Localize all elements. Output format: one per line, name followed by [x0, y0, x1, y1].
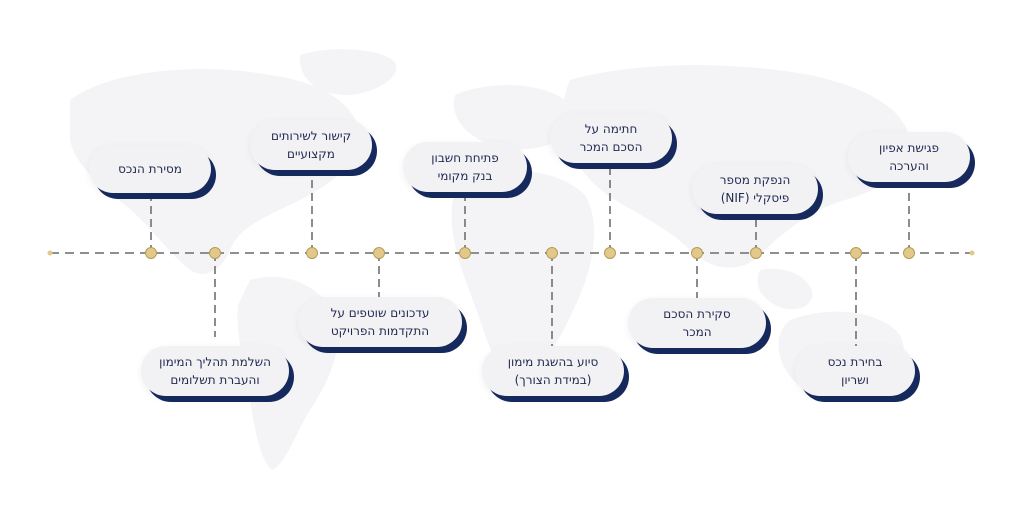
- step-5-line-1: חתימה על: [584, 122, 638, 136]
- step-9-line-2: מקצועיים: [287, 147, 335, 161]
- step-card-11: מסירת הנכס: [89, 145, 211, 193]
- step-3-line-1: הנפקת מספר: [719, 173, 791, 187]
- step-6-line-1: סיוע בהשגת מימון: [507, 355, 599, 369]
- step-card-3: הנפקת מספר פיסקלי (NIF): [692, 164, 818, 214]
- marker-10: [209, 247, 221, 259]
- step-card-4: סקירת הסכם המכר: [628, 298, 766, 348]
- step-8-line-2: התקדמות הפרויקט: [330, 324, 430, 338]
- marker-2: [850, 247, 862, 259]
- marker-5: [604, 247, 616, 259]
- step-5-line-2: הסכם המכר: [579, 140, 643, 154]
- step-9-line-1: קישור לשירותים: [270, 129, 352, 143]
- timeline-end-dot: [969, 250, 975, 256]
- step-11-line-1: מסירת הנכס: [118, 162, 182, 176]
- step-card-1: פגישת אפיון והערכה: [848, 132, 970, 182]
- step-card-7: פתיחת חשבון בנק מקומי: [403, 142, 527, 192]
- timeline-start-dot: [47, 250, 53, 256]
- marker-9: [306, 247, 318, 259]
- step-4-line-1: סקירת הסכם: [663, 307, 731, 321]
- marker-7: [459, 247, 471, 259]
- marker-8: [373, 247, 385, 259]
- step-3-line-2: פיסקלי (NIF): [720, 191, 790, 205]
- step-7-line-1: פתיחת חשבון: [431, 151, 499, 165]
- step-card-10: השלמת תהליך המימון והעברת תשלומים: [141, 346, 289, 396]
- step-10-line-2: והעברת תשלומים: [170, 373, 260, 387]
- marker-4: [691, 247, 703, 259]
- marker-11: [145, 247, 157, 259]
- step-card-6: סיוע בהשגת מימון (במידת הצורך): [482, 346, 624, 396]
- marker-6: [546, 247, 558, 259]
- step-1-line-1: פגישת אפיון: [878, 141, 940, 155]
- step-card-5: חתימה על הסכם המכר: [550, 113, 672, 163]
- map-europe: [453, 84, 573, 150]
- step-2-line-2: ושריון: [841, 373, 869, 387]
- step-4-line-2: המכר: [682, 325, 712, 339]
- step-10-line-1: השלמת תהליך המימון: [159, 355, 271, 369]
- step-2-line-1: בחירת נכס: [827, 355, 883, 369]
- marker-3: [750, 247, 762, 259]
- map-africa: [451, 170, 595, 380]
- map-greenland: [299, 49, 397, 96]
- marker-1: [903, 247, 915, 259]
- step-7-line-2: בנק מקומי: [437, 169, 493, 183]
- map-southeast-asia: [757, 268, 813, 310]
- step-card-8: עדכונים שוטפים על התקדמות הפרויקט: [298, 297, 462, 347]
- step-card-9: קישור לשירותים מקצועיים: [250, 120, 372, 170]
- step-1-line-2: והערכה: [889, 159, 929, 173]
- step-8-line-1: עדכונים שוטפים על: [330, 306, 430, 320]
- step-card-2: בחירת נכס ושריון: [795, 346, 915, 396]
- step-6-line-2: (במידת הצורך): [514, 373, 592, 387]
